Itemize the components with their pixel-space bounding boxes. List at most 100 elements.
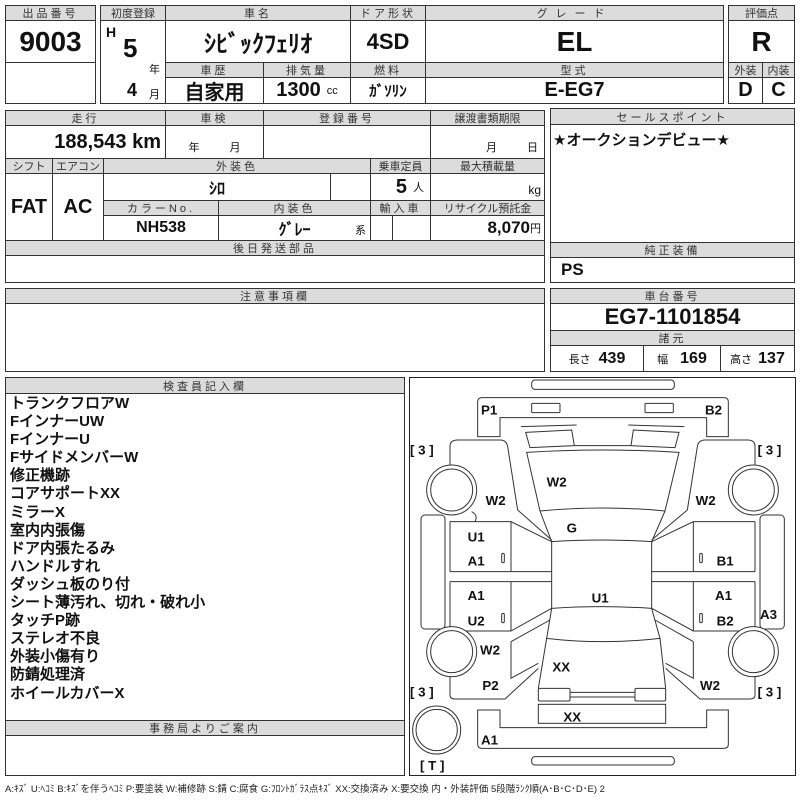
- interior-color-label: 内装色: [218, 200, 371, 216]
- car-name: ｼﾋﾞｯｸﾌｪﾘｵ: [165, 20, 351, 63]
- import-cell-2: [392, 215, 431, 241]
- front-bumper: [477, 397, 729, 438]
- headlight-right: [644, 402, 674, 414]
- note-item: FインナーU: [10, 431, 90, 449]
- max-load-unit: kg: [430, 173, 545, 201]
- inspection-year-unit: 年: [188, 142, 200, 154]
- max-load-label: 最大積載量: [430, 158, 545, 174]
- tire-front-left: [ 3 ]: [410, 442, 434, 457]
- transfer-deadline-label: 譲渡書類期限: [430, 110, 545, 126]
- equipment-label: 純正装備: [550, 242, 795, 258]
- capacity: 5: [395, 175, 407, 198]
- capacity-label: 乗車定員: [370, 158, 431, 174]
- note-item: ダッシュ板のり付: [10, 575, 131, 593]
- chassis-number: EG7-1101854: [550, 303, 795, 331]
- note-item: 防錆処理済: [10, 666, 86, 684]
- door-handle: [699, 552, 703, 564]
- front-bumper-bar: [531, 379, 675, 390]
- mark-rear-panel: XX: [563, 710, 581, 725]
- note-item: ホイールカバーX: [10, 684, 125, 702]
- transfer-day-unit: 日: [527, 142, 538, 154]
- rear-panel: [537, 703, 667, 724]
- note-item: FサイドメンバーW: [10, 449, 139, 467]
- score-label: 評価点: [728, 5, 795, 21]
- exterior-color: ｼﾛ: [103, 173, 331, 201]
- rear-bumper-bar: [531, 756, 675, 766]
- aircon: AC: [52, 173, 104, 241]
- mileage-cell: 188,543 km: [5, 125, 166, 159]
- interior-score-label: 内装: [762, 62, 795, 78]
- mark-hood: W2: [547, 475, 567, 490]
- width: 169: [680, 349, 707, 367]
- recycle-label: リサイクル預託金: [430, 200, 545, 216]
- door-handle: [501, 612, 505, 624]
- exterior-color-label: 外装色: [103, 158, 371, 174]
- tire-spare: [ T ]: [420, 758, 444, 773]
- aircon-label: エアコン: [52, 158, 104, 174]
- wheel-rear-left: [426, 626, 478, 678]
- height: 137: [758, 349, 785, 367]
- office-label: 事務局よりご案内: [5, 720, 405, 736]
- chassis-label: 車台番号: [550, 288, 795, 304]
- spare-tire: [412, 705, 462, 755]
- caution: [5, 303, 545, 372]
- specs-label: 諸元: [550, 330, 795, 346]
- mark-door-fl-1: U1: [468, 530, 486, 545]
- note-item: シート薄汚れ、切れ・破れ小: [10, 594, 206, 612]
- rear-garnish: [570, 691, 635, 698]
- displacement: 1300: [276, 79, 321, 101]
- doors-right: [651, 521, 756, 632]
- legend: A:ｷｽﾞ U:ﾍｺﾐ B:ｷｽﾞを伴うﾍｺﾐ P:要塗装 W:補修跡 S:錆 …: [5, 784, 605, 795]
- first-registration-cell: H 5 年 4 月: [100, 20, 166, 104]
- note-item: コアサポートXX: [10, 485, 121, 503]
- registration-number-label: 登録番号: [263, 110, 431, 126]
- fender-front-left: [449, 439, 552, 541]
- mileage: 188,543: [54, 130, 127, 153]
- tire-rear-right: [ 3 ]: [758, 685, 782, 700]
- exterior-score: D: [728, 77, 763, 104]
- note-item: 外装小傷有り: [10, 648, 101, 666]
- mark-trunk: XX: [552, 660, 570, 675]
- rear-bumper: [477, 709, 729, 749]
- rear-glass-panel: [546, 608, 661, 643]
- damage-diagram-frame: [409, 377, 796, 776]
- door-type: 4SD: [350, 20, 426, 63]
- spare-tire-inner: [415, 708, 458, 752]
- year-unit: 年: [149, 64, 160, 76]
- trunk-panel: [537, 638, 667, 689]
- color-no: NH538: [103, 215, 219, 241]
- note-item: ステレオ不良: [10, 630, 101, 648]
- note-item: トランクフロアW: [10, 395, 130, 412]
- transfer-month-unit: 月: [486, 142, 497, 154]
- wheel-rear-left-inner: [430, 630, 474, 674]
- car-damage-diagram: [ 3 ] [ 3 ] [ 3 ] [ 3 ] [ T ] P1 B2 W2 W…: [410, 379, 785, 773]
- note-item: ハンドルすれ: [10, 557, 101, 575]
- later-parts-label: 後日発送部品: [5, 240, 545, 256]
- later-parts: [5, 255, 545, 283]
- grille: [520, 424, 685, 449]
- mark-door-fr: B1: [717, 554, 735, 569]
- registration-number: [263, 125, 431, 159]
- mark-fender-fr: W2: [696, 493, 716, 508]
- wheel-front-right: [727, 464, 779, 516]
- interior-color-suffix: 系: [355, 225, 366, 237]
- exterior-color-extra: [330, 173, 371, 201]
- sales-point-label: セールスポイント: [550, 108, 795, 125]
- office-notes: [5, 735, 405, 776]
- doors-left: [449, 521, 552, 632]
- color-no-label: カラーNo.: [103, 200, 219, 216]
- month-unit: 月: [149, 89, 160, 101]
- taillight-left: [537, 687, 571, 702]
- sales-point: ★オークションデビュー★: [550, 124, 795, 243]
- history: 自家用: [165, 77, 264, 104]
- inspector-notes: トランクフロアW FインナーUW FインナーU FサイドメンバーW 修正機跡 コ…: [5, 393, 405, 721]
- door-handle: [699, 612, 703, 624]
- mark-quarter-rr: W2: [700, 678, 720, 693]
- tire-rear-left: [ 3 ]: [410, 685, 434, 700]
- caution-label: 注意事項欄: [5, 288, 545, 304]
- interior-color-cell: ｸﾞﾚｰ系: [218, 215, 371, 241]
